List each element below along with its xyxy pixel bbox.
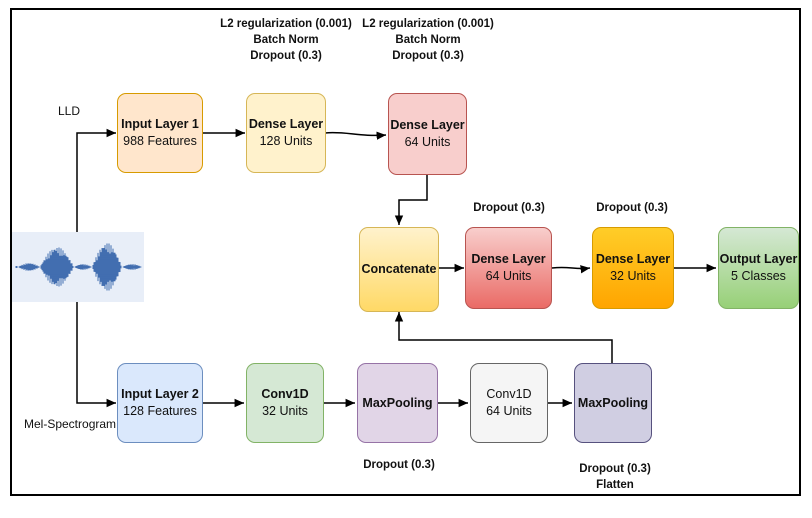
node-title: Input Layer 1 [121, 117, 199, 131]
node-title: Input Layer 2 [121, 387, 199, 401]
node-title: MaxPooling [577, 395, 649, 410]
node-title: Dense Layer [595, 252, 671, 266]
dense64a-annotation: L2 regularization (0.001) Batch Norm Dro… [362, 18, 494, 62]
node-subtitle: 988 Features [123, 134, 197, 148]
edge-wave-to-input1 [76, 128, 116, 232]
maxpooling-2-node[interactable]: MaxPooling [574, 363, 652, 443]
lld-label: LLD [58, 104, 81, 118]
edge-dense64a-to-concat [394, 175, 428, 225]
input-layer-2-node[interactable]: Input Layer 2 128 Features [117, 363, 203, 443]
edge-dense64b-to-dense32 [551, 265, 591, 274]
audio-waveform-icon [12, 232, 144, 302]
dense128-annotation: L2 regularization (0.001) Batch Norm Dro… [220, 18, 352, 62]
node-title: Dense Layer [248, 117, 324, 131]
node-subtitle: 128 Features [123, 404, 197, 418]
node-title: Dense Layer [390, 118, 465, 132]
node-title: Concatenate [361, 262, 437, 276]
node-subtitle: 32 Units [610, 269, 656, 283]
dense-64a-node[interactable]: Dense Layer 64 Units [388, 93, 467, 175]
waveform-trace [15, 243, 142, 291]
dense-128-node[interactable]: Dense Layer 128 Units [246, 93, 326, 173]
node-title: MaxPooling [362, 395, 433, 410]
node-subtitle: 128 Units [259, 134, 313, 148]
node-subtitle: 64 Units [404, 135, 451, 149]
node-subtitle: 64 Units [485, 269, 532, 283]
maxpooling-1-node[interactable]: MaxPooling [357, 363, 438, 443]
dense32-annotation: Dropout (0.3) [596, 202, 668, 214]
concatenate-node[interactable]: Concatenate [359, 227, 439, 312]
edge-dense128-to-dense64a [324, 131, 387, 140]
dense-64b-node[interactable]: Dense Layer 64 Units [465, 227, 552, 309]
node-title: Dense Layer [471, 252, 546, 266]
mel-spectrogram-label: Mel-Spectrogram [24, 417, 117, 431]
node-title: Output Layer [719, 252, 798, 266]
pool2-annotation: Dropout (0.3) Flatten [579, 463, 651, 491]
dense-32-node[interactable]: Dense Layer 32 Units [592, 227, 674, 309]
pool1-annotation: Dropout (0.3) [363, 459, 435, 471]
edge-wave-to-input2 [76, 302, 116, 408]
node-subtitle: 5 Classes [731, 269, 786, 283]
input-layer-1-node[interactable]: Input Layer 1 988 Features [117, 93, 203, 173]
node-title: Conv1D [486, 387, 532, 401]
node-subtitle: 64 Units [486, 404, 532, 418]
dense64b-annotation: Dropout (0.3) [473, 202, 545, 214]
conv1d-32-node[interactable]: Conv1D 32 Units [246, 363, 324, 443]
output-layer-node[interactable]: Output Layer 5 Classes [718, 227, 799, 309]
edge-pool2-to-concat [394, 312, 613, 363]
node-title: Conv1D [261, 387, 309, 401]
conv1d-64-node[interactable]: Conv1D 64 Units [470, 363, 548, 443]
node-subtitle: 32 Units [262, 404, 308, 418]
